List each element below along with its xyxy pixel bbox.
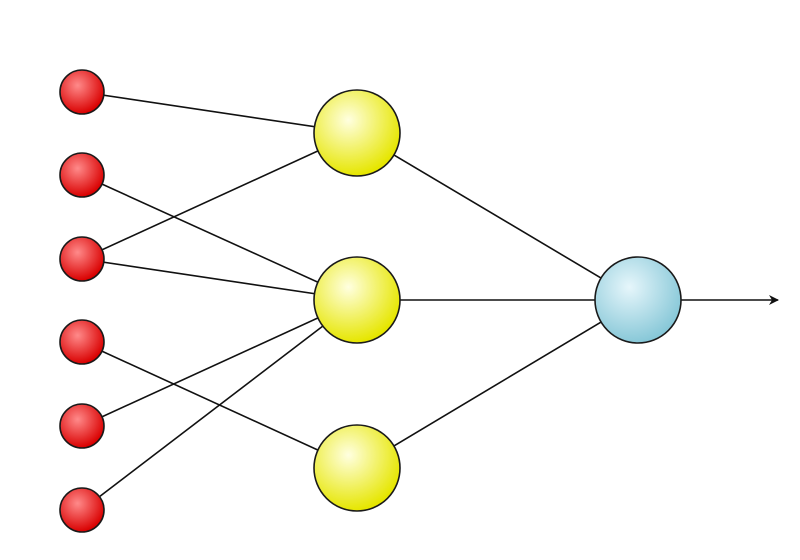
input-6-node: [59, 487, 105, 533]
input-3-node: [59, 236, 105, 282]
hidden-1-node: [313, 89, 401, 177]
input-2-node: [59, 152, 105, 198]
input-4-node: [59, 319, 105, 365]
hidden-3-node: [313, 424, 401, 512]
connections-layer: [81, 91, 779, 511]
connection-hidden-3-to-output-1: [356, 299, 639, 469]
hidden-2-node: [313, 256, 401, 344]
connection-input-3-to-hidden-2: [81, 258, 358, 301]
output-1-node: [594, 256, 682, 344]
connection-input-5-to-hidden-2: [81, 299, 358, 427]
connection-input-3-to-hidden-1: [81, 132, 358, 260]
connection-input-6-to-hidden-2: [81, 299, 358, 511]
input-1-node: [59, 69, 105, 115]
connection-input-2-to-hidden-2: [81, 174, 358, 301]
connection-input-1-to-hidden-1: [81, 91, 358, 134]
connection-hidden-1-to-output-1: [356, 132, 639, 301]
input-5-node: [59, 403, 105, 449]
nodes-layer: [59, 69, 682, 533]
